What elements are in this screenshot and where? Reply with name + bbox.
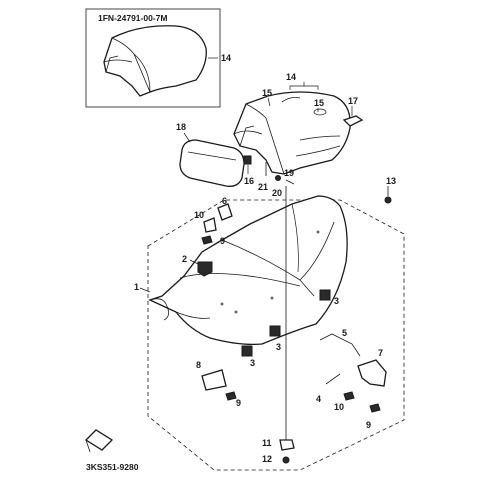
damper-part-9-upper: [201, 235, 213, 245]
callout-11: 11: [262, 438, 272, 448]
callout-5: 5: [342, 328, 347, 338]
callout-3-right: 3: [334, 296, 339, 306]
main-seat-part-1: [148, 195, 348, 346]
spring-part-4: [325, 373, 341, 385]
callout-10-upper: 10: [194, 210, 204, 220]
callout-20: 20: [272, 188, 282, 198]
tab-part-2: [197, 261, 213, 277]
callout-9-lower-left: 9: [236, 398, 241, 408]
callout-8: 8: [196, 360, 201, 370]
callout-21: 21: [258, 182, 268, 192]
latch-rod-part-5: [319, 333, 361, 357]
pad-part-18: [179, 139, 245, 187]
diagram-code: 3KS351-9280: [86, 462, 139, 472]
nut-part-12: [282, 456, 290, 464]
front-direction-arrow-icon: [84, 429, 114, 453]
callout-15-left: 15: [262, 88, 272, 98]
callout-3-center: 3: [276, 342, 281, 352]
callout-18: 18: [176, 122, 186, 132]
callout-1: 1: [134, 282, 139, 292]
damper-part-9-lower-right: [369, 403, 381, 413]
cap-part-17: [342, 115, 364, 127]
callout-9-lower-right: 9: [366, 420, 371, 430]
callout-12: 12: [262, 454, 272, 464]
callout-4: 4: [316, 394, 321, 404]
clip-part-11: [279, 439, 295, 451]
damper-part-3-left: [241, 345, 253, 357]
callout-14-inset: 14: [221, 53, 231, 63]
nut-part-16: [243, 155, 252, 165]
callout-6: 6: [222, 196, 227, 206]
bracket-part-10-upper: [203, 217, 217, 233]
callout-3-left: 3: [250, 358, 255, 368]
hook-part-8: [201, 369, 227, 391]
damper-part-10-lower: [343, 391, 355, 401]
bracket-part-6: [217, 203, 233, 221]
damper-part-3-center: [269, 325, 281, 337]
washer-part-20: [275, 175, 281, 181]
lock-bracket-part-7: [357, 359, 387, 387]
callout-16: 16: [244, 176, 254, 186]
inset-box: 1FN-24791-00-7M: [85, 8, 221, 108]
callout-10-lower: 10: [334, 402, 344, 412]
seat-cowl: [233, 91, 351, 175]
damper-part-9-lower-left: [225, 391, 237, 401]
callout-17: 17: [348, 96, 358, 106]
inset-part-number: 1FN-24791-00-7M: [98, 13, 167, 23]
callout-14-cowl: 14: [286, 72, 296, 82]
callout-9-upper: 9: [220, 236, 225, 246]
callout-19: 19: [284, 168, 294, 178]
bolt-part-13: [384, 186, 392, 204]
damper-part-3-right: [319, 289, 331, 301]
callout-7: 7: [378, 348, 383, 358]
screw-part-19: [285, 179, 295, 185]
callout-2: 2: [182, 254, 187, 264]
callout-13: 13: [386, 176, 396, 186]
callout-15-right: 15: [314, 98, 324, 108]
assembly-boundary: [147, 199, 405, 471]
inset-seat-cowl: [103, 25, 207, 97]
